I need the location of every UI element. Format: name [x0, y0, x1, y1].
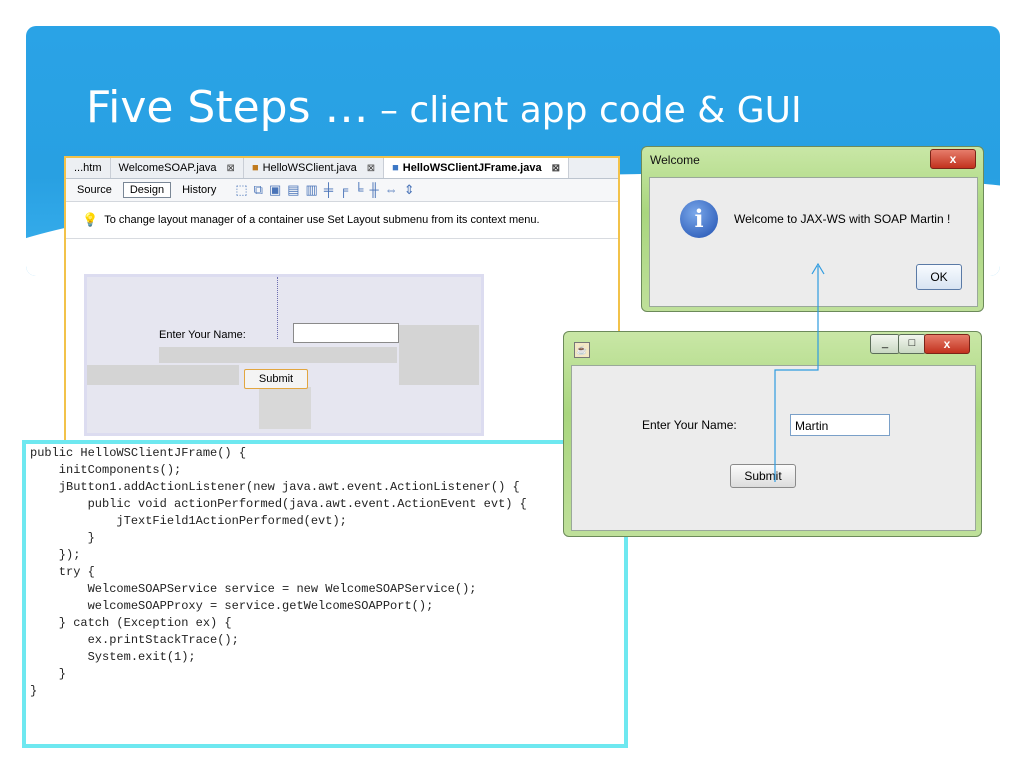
align-left-icon[interactable]: ▤ [287, 182, 300, 197]
source-button[interactable]: Source [77, 184, 112, 196]
alignment-guide [277, 277, 278, 339]
preview-design-icon[interactable]: ▣ [268, 182, 282, 197]
align-top-icon[interactable]: ╒ [339, 182, 349, 197]
code-line: public void actionPerformed(java.awt.eve… [30, 497, 527, 511]
code-line: welcomeSOAPProxy = service.getWelcomeSOA… [30, 599, 434, 613]
java-file-icon: ■ [251, 162, 259, 174]
tab-hellowsclientjframe[interactable]: ■HelloWSClientJFrame.java ⊠ [384, 158, 569, 178]
code-line: } [30, 531, 95, 545]
layout-gap [259, 387, 311, 429]
info-icon: i [680, 200, 718, 238]
code-line: WelcomeSOAPService service = new Welcome… [30, 582, 477, 596]
layout-gap [399, 325, 479, 385]
flow-arrow [774, 262, 825, 482]
hint-text: To change layout manager of a container … [104, 214, 540, 226]
design-name-textfield[interactable] [293, 323, 399, 343]
design-submit-button[interactable]: Submit [244, 369, 308, 389]
name-label: Enter Your Name: [642, 418, 737, 432]
code-line: System.exit(1); [30, 650, 196, 664]
code-line: jTextField1ActionPerformed(evt); [30, 514, 347, 528]
close-tab-icon[interactable]: ⊠ [551, 162, 560, 174]
editor-tabs: ...htm WelcomeSOAP.java⊠ ■HelloWSClient.… [66, 158, 618, 179]
align-bottom-icon[interactable]: ╘ [354, 182, 364, 197]
code-line: initComponents(); [30, 463, 182, 477]
code-line: jButton1.addActionListener(new java.awt.… [30, 480, 520, 494]
history-button[interactable]: History [182, 184, 217, 196]
client-window: ☕ _ □ x Enter Your Name: Martin Submit [563, 331, 982, 537]
slide-title: Five Steps … – client app code & GUI [86, 82, 802, 133]
client-window-body: Enter Your Name: Martin Submit [571, 365, 976, 531]
dialog-message: Welcome to JAX-WS with SOAP Martin ! [734, 212, 951, 226]
minimize-button[interactable]: _ [870, 334, 900, 354]
designer-toolbar: Source Design History ⬚ ⧉ ▣ ▤ ▥ ╪ ╒ ╘ ╫ … [66, 179, 618, 202]
tab-label: ...htm [74, 162, 102, 174]
tab-label: HelloWSClientJFrame.java [402, 162, 542, 174]
maximize-button[interactable]: □ [898, 334, 926, 354]
center-horizontal-icon[interactable]: ╪ [323, 182, 334, 197]
form-file-icon: ■ [392, 162, 399, 174]
tab-label: WelcomeSOAP.java [118, 162, 217, 174]
code-line: public HelloWSClientJFrame() { [30, 446, 247, 460]
slide-title-main: Five Steps … [86, 82, 369, 133]
code-line: } catch (Exception ex) { [30, 616, 232, 630]
layout-tools: ⬚ ⧉ ▣ ▤ ▥ ╪ ╒ ╘ ╫ ⇔ ⇕ [235, 182, 414, 198]
layout-hint: 💡 To change layout manager of a containe… [66, 202, 618, 239]
align-right-icon[interactable]: ▥ [305, 182, 318, 197]
tab-htm[interactable]: ...htm [66, 158, 111, 178]
ok-button[interactable]: OK [916, 264, 962, 290]
lightbulb-icon: 💡 [82, 212, 99, 227]
flow-arrow-head [811, 262, 825, 275]
connection-mode-icon[interactable]: ⧉ [253, 182, 263, 197]
code-listing: public HelloWSClientJFrame() { initCompo… [22, 440, 628, 748]
window-close-button[interactable]: x [924, 334, 970, 354]
code-line: } [30, 684, 38, 698]
dialog-close-button[interactable]: x [930, 149, 976, 169]
dialog-title: Welcome [650, 153, 700, 167]
dialog-body: i Welcome to JAX-WS with SOAP Martin ! O… [649, 177, 978, 307]
flow-arrow-line [774, 266, 819, 482]
design-button[interactable]: Design [122, 182, 172, 198]
code-line: ex.printStackTrace(); [30, 633, 239, 647]
name-input[interactable]: Martin [790, 414, 890, 436]
center-vertical-icon[interactable]: ╫ [369, 182, 379, 197]
tab-welcomesoap[interactable]: WelcomeSOAP.java ⊠ [111, 158, 244, 178]
ide-designer-panel: ...htm WelcomeSOAP.java⊠ ■HelloWSClient.… [64, 156, 620, 446]
resize-horizontal-icon[interactable]: ⇔ [384, 182, 398, 197]
layout-gap [159, 347, 397, 363]
java-app-icon: ☕ [574, 342, 590, 358]
slide-title-sub: – client app code & GUI [368, 90, 802, 131]
close-tab-icon[interactable]: ⊠ [226, 162, 235, 174]
design-name-label[interactable]: Enter Your Name: [159, 329, 246, 341]
resize-vertical-icon[interactable]: ⇕ [403, 182, 415, 197]
form-design-canvas[interactable]: Enter Your Name: Submit [84, 274, 484, 436]
selection-mode-icon[interactable]: ⬚ [235, 182, 248, 197]
tab-hellowsclient[interactable]: ■HelloWSClient.java ⊠ [244, 158, 385, 178]
close-tab-icon[interactable]: ⊠ [366, 162, 376, 174]
code-line: }); [30, 548, 81, 562]
welcome-dialog: Welcome x i Welcome to JAX-WS with SOAP … [641, 146, 984, 312]
layout-gap [87, 365, 239, 385]
code-line: try { [30, 565, 95, 579]
code-line: } [30, 667, 67, 681]
submit-button[interactable]: Submit [730, 464, 796, 488]
tab-label: HelloWSClient.java [262, 162, 357, 174]
